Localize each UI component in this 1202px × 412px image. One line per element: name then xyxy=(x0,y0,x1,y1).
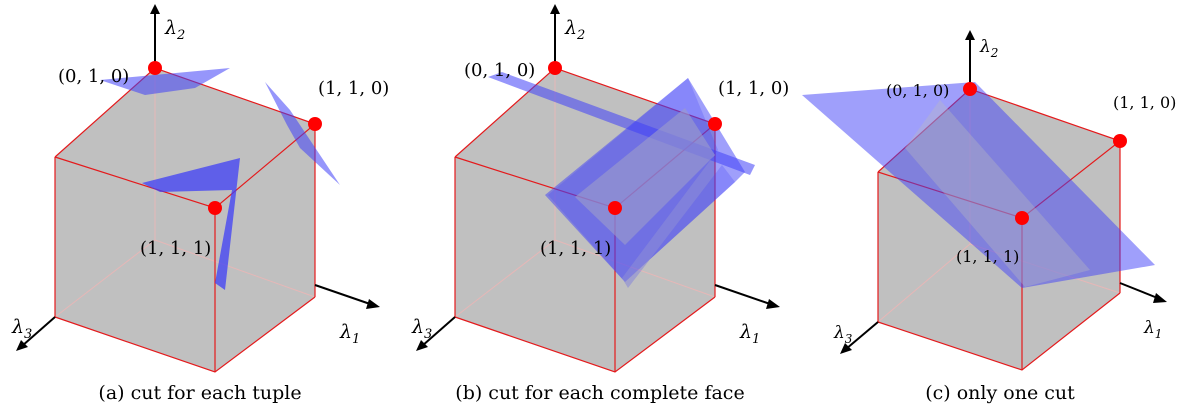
cut-planes xyxy=(802,82,1155,288)
axis-arrowheads xyxy=(416,4,780,351)
label-lambda3: λ3 xyxy=(833,323,853,346)
panel-c-diagram: (0, 1, 0) (1, 1, 0) (1, 1, 1) λ2 λ1 λ3 xyxy=(802,30,1176,371)
cut-plane-single xyxy=(802,82,1155,288)
cut-plane-right xyxy=(265,82,340,185)
panel-a: (0, 1, 0) (1, 1, 0) (1, 1, 1) λ2 λ1 λ3 (… xyxy=(0,0,400,412)
label-lambda3: λ3 xyxy=(11,316,32,342)
label-vertex-010: (0, 1, 0) xyxy=(886,81,949,100)
cut-plane-frame xyxy=(548,78,735,288)
label-vertex-010: (0, 1, 0) xyxy=(464,60,535,81)
axis-lambda1 xyxy=(1119,282,1161,300)
label-vertex-111: (1, 1, 1) xyxy=(140,238,211,259)
label-lambda3: λ3 xyxy=(411,316,432,342)
vertex-110 xyxy=(1113,134,1127,148)
cut-planes xyxy=(100,68,340,290)
caption-a: (a) cut for each tuple xyxy=(98,382,302,404)
vertex-010 xyxy=(963,82,977,96)
label-lambda1: λ1 xyxy=(739,321,760,347)
label-vertex-111: (1, 1, 1) xyxy=(540,238,611,259)
panel-c: (0, 1, 0) (1, 1, 0) (1, 1, 1) λ2 λ1 λ3 (… xyxy=(800,0,1200,412)
cube-hidden-edges xyxy=(54,68,316,318)
vertices xyxy=(148,61,322,215)
vertices xyxy=(963,82,1127,225)
vertex-010 xyxy=(148,61,162,75)
axis-arrowheads xyxy=(16,4,380,351)
vertex-010 xyxy=(548,61,562,75)
caption-b: (b) cut for each complete face xyxy=(455,382,745,404)
vertex-111 xyxy=(608,201,622,215)
vertex-111 xyxy=(208,201,222,215)
vertices xyxy=(548,61,722,215)
axis-lambda3 xyxy=(21,316,56,347)
cut-plane-top xyxy=(100,68,230,95)
cut-planes xyxy=(488,72,755,288)
vertex-111 xyxy=(1015,211,1029,225)
label-lambda2: λ2 xyxy=(164,17,185,43)
caption-c: (c) only one cut xyxy=(925,382,1075,404)
cut-plane-band xyxy=(905,100,1090,287)
cube-body xyxy=(55,68,315,372)
panel-b: (0, 1, 0) (1, 1, 0) (1, 1, 1) λ2 λ1 λ3 (… xyxy=(400,0,800,412)
panel-b-diagram: (0, 1, 0) (1, 1, 0) (1, 1, 1) λ2 λ1 λ3 xyxy=(411,4,789,373)
axes xyxy=(21,10,374,347)
cut-plane-center xyxy=(142,158,240,290)
label-lambda1: λ1 xyxy=(339,321,360,347)
vertex-110 xyxy=(708,117,722,131)
label-vertex-110: (1, 1, 0) xyxy=(318,78,389,99)
axis-lambda3 xyxy=(845,321,879,350)
label-vertex-010: (0, 1, 0) xyxy=(58,66,129,87)
axes xyxy=(845,36,1161,350)
panel-a-diagram: (0, 1, 0) (1, 1, 0) (1, 1, 1) λ2 λ1 λ3 xyxy=(11,4,389,373)
label-lambda2: λ2 xyxy=(979,37,998,60)
axis-lambda3 xyxy=(421,316,456,347)
label-vertex-110: (1, 1, 0) xyxy=(718,78,789,99)
axis-arrowheads xyxy=(840,30,1167,354)
label-vertex-110: (1, 1, 0) xyxy=(1113,93,1176,112)
axis-lambda1 xyxy=(314,284,374,306)
label-vertex-111: (1, 1, 1) xyxy=(956,247,1019,266)
vertex-110 xyxy=(308,117,322,131)
axes xyxy=(421,10,774,347)
label-lambda2: λ2 xyxy=(564,17,585,43)
axis-lambda1 xyxy=(714,284,774,306)
label-lambda1: λ1 xyxy=(1143,318,1162,341)
